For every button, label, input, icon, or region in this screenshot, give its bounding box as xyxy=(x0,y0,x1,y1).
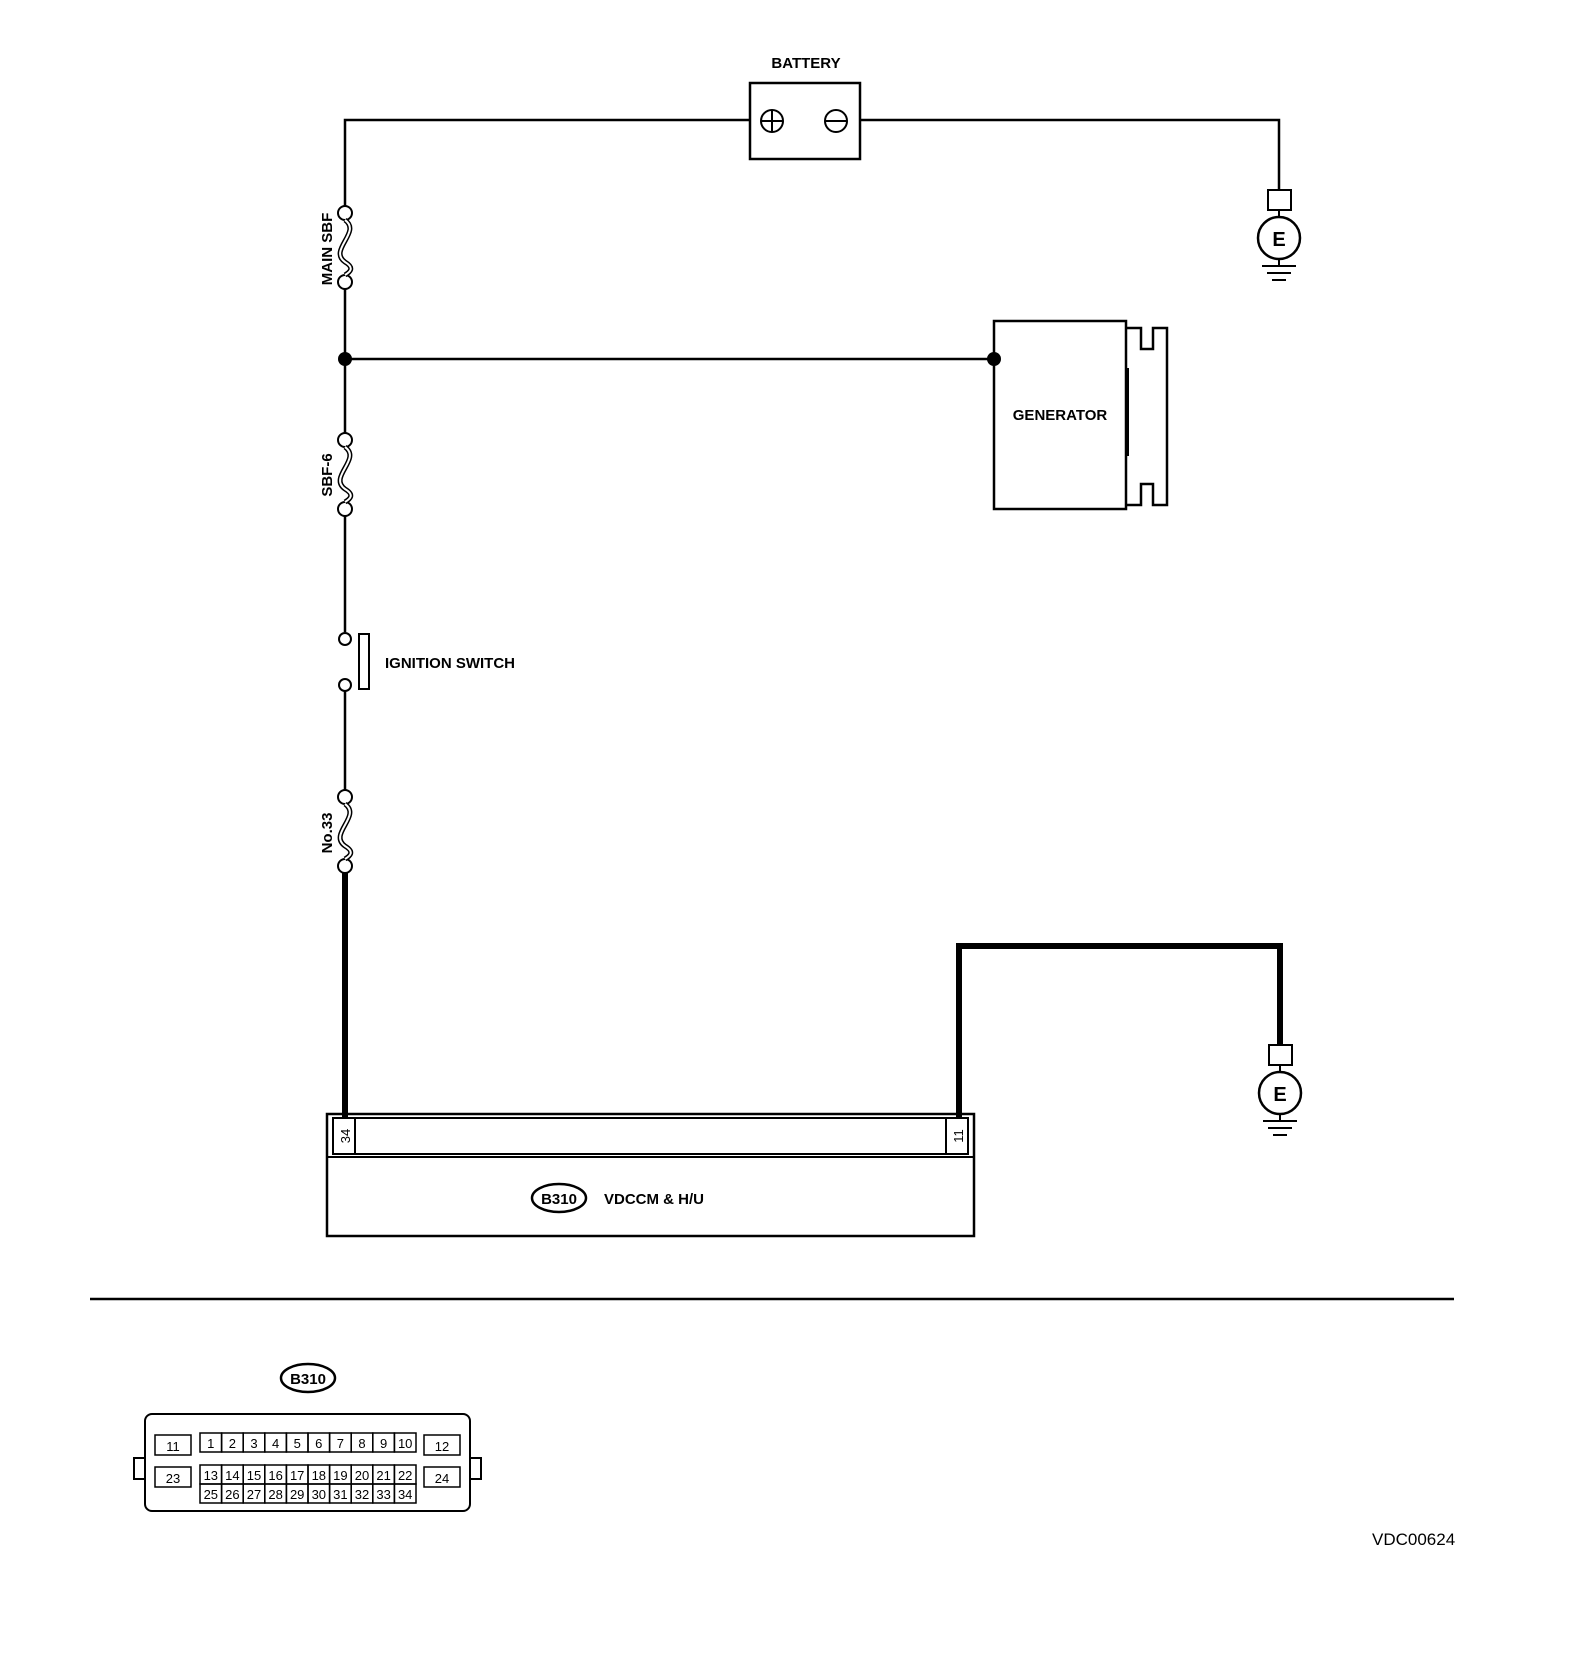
pin-label: 4 xyxy=(272,1436,279,1451)
ground-bottom-label: E xyxy=(1273,1084,1286,1106)
pin-label: 18 xyxy=(312,1468,326,1483)
pin-label: 15 xyxy=(247,1468,261,1483)
pin-label: 28 xyxy=(268,1487,282,1502)
fuse-no33-label: No.33 xyxy=(319,813,336,854)
pin-label: 8 xyxy=(358,1436,365,1451)
pin-34-label: 34 xyxy=(338,1129,353,1143)
generator: GENERATOR xyxy=(992,319,1169,511)
pin-11-label: 11 xyxy=(951,1129,966,1143)
sbf6-label: SBF-6 xyxy=(319,453,336,496)
pin-label: 31 xyxy=(333,1487,347,1502)
pin-label: 24 xyxy=(435,1471,449,1486)
ground-bottom: E xyxy=(1257,1044,1303,1136)
battery-negative-terminal-icon xyxy=(824,109,848,133)
diagram-code: VDC00624 xyxy=(1372,1530,1456,1549)
pin-label: 16 xyxy=(268,1468,282,1483)
pin-label: 21 xyxy=(376,1468,390,1483)
pin-cell xyxy=(393,1483,417,1504)
main-sbf-fuse: MAIN SBF xyxy=(319,205,354,290)
battery-label: BATTERY xyxy=(771,55,840,72)
pin-label: 2 xyxy=(229,1436,236,1451)
pin-11-box xyxy=(945,1117,969,1155)
ground-top: E xyxy=(1256,189,1302,281)
connector-side-pins: 11 23 12 24 xyxy=(154,1434,461,1488)
ground-top-label: E xyxy=(1272,229,1285,251)
battery-positive-terminal-icon xyxy=(760,109,784,133)
pin-label: 17 xyxy=(290,1468,304,1483)
pin-label: 22 xyxy=(398,1468,412,1483)
fuse-no33: No.33 xyxy=(319,789,354,874)
thin-wires xyxy=(343,118,1281,791)
pin-label: 32 xyxy=(355,1487,369,1502)
wire-battery-to-main-sbf xyxy=(343,118,750,207)
pin-label: 26 xyxy=(225,1487,239,1502)
pin-label: 27 xyxy=(247,1487,261,1502)
module-label: VDCCM & H/U xyxy=(604,1191,704,1208)
module-connector-id: B310 xyxy=(541,1191,577,1208)
pin-label: 10 xyxy=(398,1436,412,1451)
pin-label: 30 xyxy=(312,1487,326,1502)
pin-label: 6 xyxy=(315,1436,322,1451)
pin-label: 12 xyxy=(435,1439,449,1454)
pin-label: 14 xyxy=(225,1468,239,1483)
pin-label: 13 xyxy=(204,1468,218,1483)
pin-cell xyxy=(393,1432,417,1453)
main-sbf-label: MAIN SBF xyxy=(319,213,336,286)
pin-label: 5 xyxy=(294,1436,301,1451)
pin-label: 23 xyxy=(166,1471,180,1486)
pin-label: 3 xyxy=(250,1436,257,1451)
pin-label: 1 xyxy=(207,1436,214,1451)
pin-label: 7 xyxy=(337,1436,344,1451)
wire-battery-to-ground xyxy=(860,118,1281,190)
wire-pin11-to-ground xyxy=(956,943,1283,1118)
connector-face-id: B310 xyxy=(290,1371,326,1388)
pin-label: 9 xyxy=(380,1436,387,1451)
pin-label: 19 xyxy=(333,1468,347,1483)
battery: BATTERY xyxy=(748,55,862,161)
sbf6-fuse: SBF-6 xyxy=(319,432,354,517)
vdccm-module: 34 11 B310 VDCCM & H/U xyxy=(325,1112,976,1238)
thick-wires xyxy=(342,873,1283,1118)
pin-label: 25 xyxy=(204,1487,218,1502)
junction-dot xyxy=(338,352,352,366)
generator-label: GENERATOR xyxy=(1013,407,1108,424)
pin-label: 34 xyxy=(398,1487,412,1502)
ignition-switch-label: IGNITION SWITCH xyxy=(385,655,515,672)
pin-label: 29 xyxy=(290,1487,304,1502)
ignition-switch: IGNITION SWITCH xyxy=(338,632,515,692)
pin-label: 20 xyxy=(355,1468,369,1483)
pin-label: 11 xyxy=(166,1439,180,1454)
pin-label: 33 xyxy=(376,1487,390,1502)
pin-34-box xyxy=(332,1117,356,1155)
